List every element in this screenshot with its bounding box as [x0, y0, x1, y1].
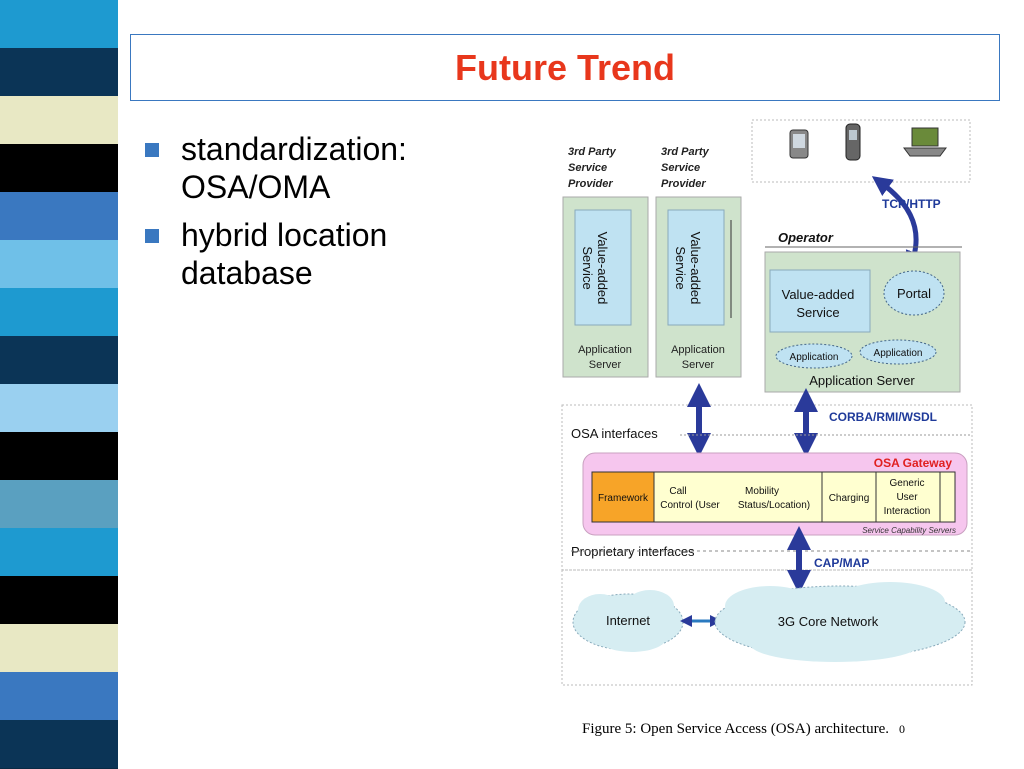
third-party-label-line: Service	[568, 162, 607, 174]
scs-label: Service Capability Servers	[862, 526, 956, 535]
application-label: Application	[790, 352, 839, 363]
bullet-item: hybrid location database	[145, 216, 485, 292]
application-label: Application	[874, 348, 923, 359]
phone-icon	[845, 123, 861, 161]
call-control-text: Control (User	[660, 500, 720, 511]
mobility-text: Mobility	[745, 486, 779, 497]
third-party-label-line: 3rd Party	[661, 146, 710, 158]
generic-user-text: Interaction	[884, 506, 931, 517]
network-frame	[561, 569, 973, 686]
stripe-segment	[0, 480, 118, 529]
slide-title: Future Trend	[454, 46, 675, 88]
figure-caption: Figure 5: Open Service Access (OSA) arch…	[582, 721, 905, 738]
value-added-text: Value-added	[688, 232, 703, 305]
operator-label: Operator	[778, 230, 834, 245]
tcp-http-arrow	[871, 176, 925, 272]
title-box: Future Trend	[130, 34, 1000, 101]
bullet-item: standardization: OSA/OMA	[145, 130, 485, 206]
stripe-segment	[0, 720, 118, 769]
stripe-segment	[0, 240, 118, 289]
page-number: 0	[898, 722, 905, 736]
app-server-label: Application	[578, 344, 632, 356]
value-added-text: Service	[580, 246, 595, 289]
operator-vas-text: Service	[796, 305, 839, 320]
stripe-segment	[0, 0, 118, 49]
stripe-segment	[0, 528, 118, 577]
bullet-text: standardization:	[181, 131, 407, 167]
stripe-segment	[0, 96, 118, 145]
generic-user-text: Generic	[889, 478, 924, 489]
third-party-label-line: Provider	[661, 178, 706, 190]
laptop-icon	[903, 127, 947, 157]
devices-frame	[751, 119, 971, 183]
osa-architecture-diagram: 3rd Party Service Provider 3rd Party Ser…	[561, 119, 973, 686]
operator-vas-box	[769, 269, 871, 333]
corba-label: CORBA/RMI/WSDL	[829, 410, 937, 424]
bullet-text: hybrid location	[181, 217, 388, 253]
operator-app-server-label: Application Server	[809, 373, 915, 388]
bullet-square-icon	[145, 229, 159, 243]
tcp-http-label: TCP/HTTP	[882, 197, 941, 211]
stripe-segment	[0, 384, 118, 433]
call-control-text: Call	[669, 486, 686, 497]
value-added-text: Value-added	[595, 232, 610, 305]
bullet-list: standardization: OSA/OMA hybrid location…	[145, 130, 485, 302]
stripe-segment	[0, 432, 118, 481]
pda-icon	[789, 129, 809, 159]
value-added-text: Service	[673, 246, 688, 289]
bullet-text: OSA/OMA	[181, 169, 331, 205]
stripe-segment	[0, 48, 118, 97]
application-node	[859, 339, 937, 365]
core-network-cloud	[714, 582, 966, 662]
mobility-text: Status/Location)	[738, 500, 810, 511]
third-party-label-line: Service	[661, 162, 700, 174]
generic-user-text: User	[896, 492, 918, 503]
osa-gateway-label: OSA Gateway	[874, 456, 953, 470]
stripe-segment	[0, 288, 118, 337]
third-party-label-line: 3rd Party	[568, 146, 617, 158]
stripe-segment	[0, 144, 118, 193]
operator-vas-text: Value-added	[782, 287, 855, 302]
framework-text: Framework	[598, 493, 649, 504]
charging-text: Charging	[829, 493, 870, 504]
app-server-label: Application	[671, 344, 725, 356]
stripe-segment	[0, 672, 118, 721]
third-party-label-line: Provider	[568, 178, 613, 190]
stripe-segment	[0, 336, 118, 385]
internet-cloud	[572, 590, 684, 652]
app-server-label: Server	[589, 359, 622, 371]
value-added-service-box	[667, 209, 725, 326]
core-network-label: 3G Core Network	[778, 614, 879, 629]
portal-node	[883, 270, 945, 316]
portal-label: Portal	[897, 286, 931, 301]
bullet-text: database	[181, 255, 313, 291]
cap-map-label: CAP/MAP	[814, 556, 869, 570]
stripe-segment	[0, 624, 118, 673]
stripe-segment	[0, 576, 118, 625]
application-node	[775, 343, 853, 369]
osa-interfaces-label: OSA interfaces	[571, 426, 658, 441]
framework-box	[591, 471, 655, 523]
caption-text: Figure 5: Open Service Access (OSA) arch…	[582, 721, 889, 737]
internet-label: Internet	[606, 613, 650, 628]
value-added-service-box	[574, 209, 632, 326]
decorative-stripe-bar	[0, 0, 118, 769]
app-server-label: Server	[682, 359, 715, 371]
stripe-segment	[0, 192, 118, 241]
bullet-square-icon	[145, 143, 159, 157]
